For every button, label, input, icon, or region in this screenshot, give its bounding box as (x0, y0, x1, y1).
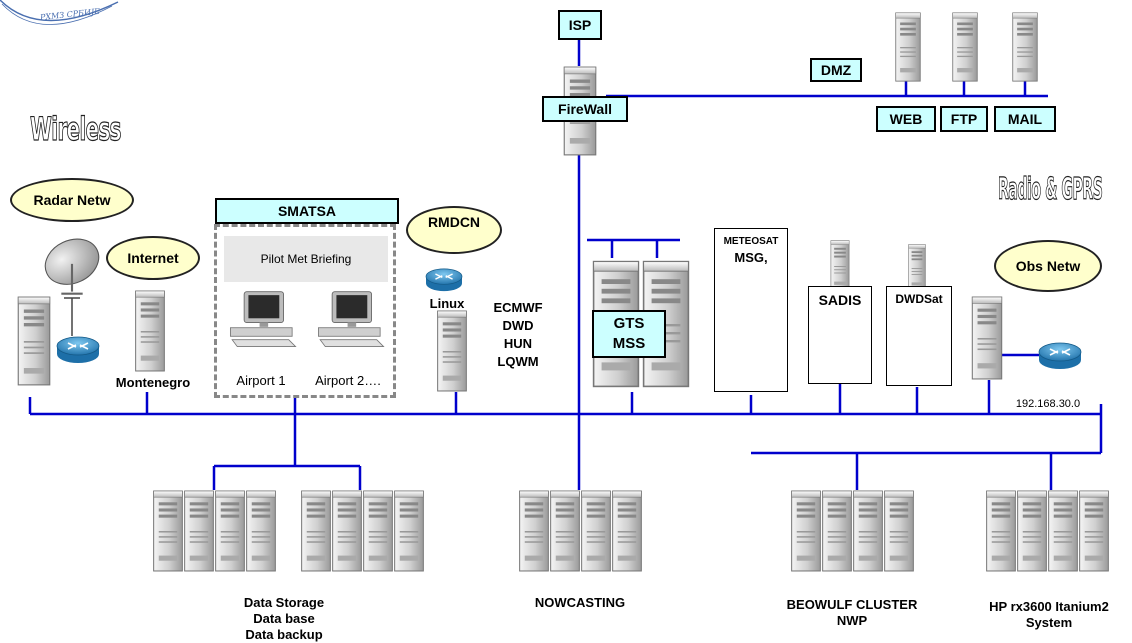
wireless-title: Wireless (30, 109, 122, 148)
ecmwf-label: ECMWF (493, 300, 543, 315)
router-icon (425, 268, 463, 292)
web-label: WEB (876, 106, 936, 132)
meteosat-card (714, 228, 788, 392)
beowulf-label-1: BEOWULF CLUSTER (786, 597, 918, 612)
nowcasting-label: NOWCASTING (534, 595, 626, 610)
dwdsat-card (886, 286, 952, 386)
firewall-label: FireWall (542, 96, 628, 122)
dwd-label: DWD (502, 318, 534, 333)
montenegro-label: Montenegro (115, 375, 191, 390)
router-icon (56, 336, 100, 364)
radio-gprs-title: Radio & GPRS (998, 171, 1103, 207)
router-icon (1038, 342, 1082, 370)
airport-2-label: Airport 2…. (315, 373, 381, 388)
hun-label: HUN (503, 336, 533, 351)
dmz-label: DMZ (810, 58, 862, 82)
airport-1-label: Airport 1 (236, 373, 286, 388)
mail-label: MAIL (994, 106, 1056, 132)
logo: РХМЗ СРБИЈЕ (0, 0, 119, 25)
gts-label: GTS (613, 315, 645, 332)
lqwm-label: LQWM (497, 354, 539, 369)
rmdcn-cloud: RMDCN (406, 206, 502, 254)
meteosat-label: METEOSAT (723, 236, 779, 247)
dwdsat-label: DWDSat (895, 292, 943, 306)
logo-text: РХМЗ СРБИЈЕ (39, 7, 101, 22)
storage-label-1: Data Storage (243, 595, 325, 610)
storage-label-3: Data backup (245, 627, 323, 642)
isp-label: ISP (558, 10, 602, 40)
linux-label: Linux (429, 296, 465, 311)
storage-label-2: Data base (253, 611, 315, 626)
smatsa-area (214, 224, 396, 398)
hp-label-2: System (1025, 615, 1073, 630)
radar-netw-cloud: Radar Netw (10, 178, 134, 222)
hp-label-1: HP rx3600 Itanium2 (989, 599, 1109, 614)
satellite-dish-icon (40, 234, 104, 295)
obs-netw-cloud: Obs Netw (994, 240, 1102, 292)
msg-label: MSG, (734, 250, 768, 265)
smatsa-title: SMATSA (215, 198, 399, 224)
gts-mss-label: GTS MSS (592, 310, 666, 358)
network-lines (28, 40, 1103, 490)
sadis-label: SADIS (818, 292, 862, 308)
internet-cloud: Internet (106, 236, 200, 280)
pilot-met-briefing: Pilot Met Briefing (224, 236, 388, 282)
ftp-label: FTP (940, 106, 988, 132)
sadis-card (808, 286, 872, 384)
beowulf-label-2: NWP (836, 613, 868, 628)
ip-address-label: 192.168.30.0 (1015, 398, 1081, 410)
mss-label: MSS (612, 335, 646, 352)
